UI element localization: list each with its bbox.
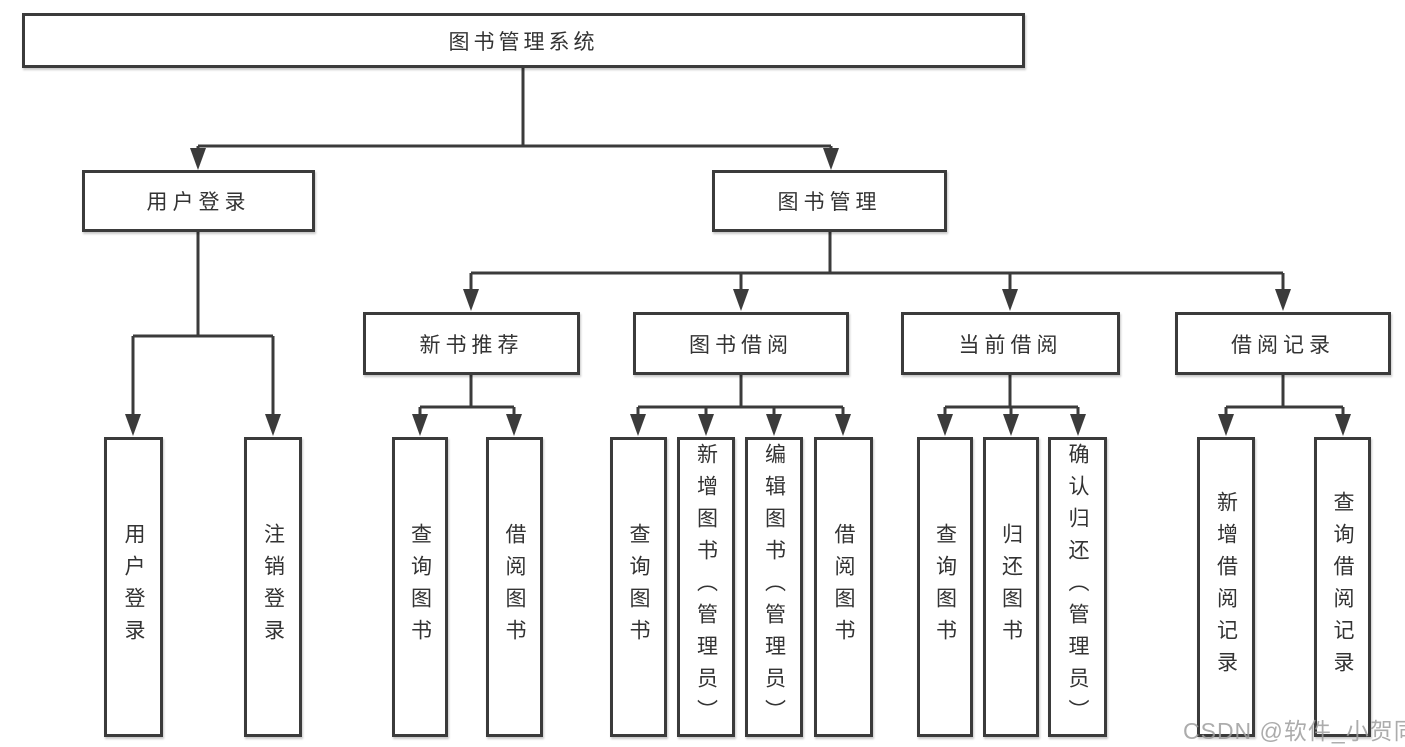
leaf-cb-confirm-return-admin: 确认归还（管理员）	[1048, 437, 1107, 737]
node-current-borrowing-label: 当前借阅	[958, 333, 1063, 357]
node-new-book-recommend-label: 新书推荐	[419, 333, 524, 357]
connector-root-to-level1	[190, 68, 839, 170]
leaf-logout-label: 注销登录	[261, 523, 285, 651]
leaf-nbr-query-books: 查询图书	[392, 437, 448, 737]
leaf-user-login: 用户登录	[104, 437, 163, 737]
leaf-bb-add-books-admin: 新增图书（管理员）	[677, 437, 735, 737]
leaf-nbr-borrow-books-label: 借阅图书	[503, 523, 526, 651]
leaf-bb-borrow-books: 借阅图书	[814, 437, 873, 737]
leaf-bb-query-books-label: 查询图书	[627, 523, 650, 651]
leaf-br-add-record: 新增借阅记录	[1197, 437, 1255, 737]
leaf-logout: 注销登录	[244, 437, 302, 737]
leaf-cb-return-books: 归还图书	[983, 437, 1039, 737]
node-user-login-label: 用户登录	[146, 191, 251, 214]
leaf-bb-edit-books-admin-label: 编辑图书（管理员）	[762, 443, 786, 731]
leaf-bb-edit-books-admin: 编辑图书（管理员）	[745, 437, 803, 737]
connector-book-borrow-children	[630, 375, 851, 436]
node-new-book-recommend: 新书推荐	[363, 312, 580, 375]
connector-borrow-records-children	[1218, 375, 1351, 436]
leaf-cb-return-books-label: 归还图书	[999, 523, 1023, 651]
leaf-br-query-record: 查询借阅记录	[1314, 437, 1371, 737]
leaf-nbr-borrow-books: 借阅图书	[486, 437, 543, 737]
node-book-borrowing-label: 图书借阅	[689, 333, 793, 357]
node-current-borrowing: 当前借阅	[901, 312, 1120, 375]
node-book-borrowing: 图书借阅	[633, 312, 849, 375]
node-book-management-label: 图书管理	[777, 191, 882, 214]
node-borrowing-records: 借阅记录	[1175, 312, 1391, 375]
connector-user-login-children	[125, 232, 281, 436]
connector-current-borrow-children	[937, 375, 1086, 436]
leaf-cb-confirm-return-admin-label: 确认归还（管理员）	[1066, 443, 1089, 731]
node-root-label: 图书管理系统	[448, 30, 599, 54]
node-book-management: 图书管理	[712, 170, 947, 232]
connector-book-mgmt-children	[463, 232, 1291, 311]
node-root: 图书管理系统	[22, 13, 1025, 68]
leaf-nbr-query-books-label: 查询图书	[408, 523, 432, 651]
leaf-bb-borrow-books-label: 借阅图书	[832, 523, 855, 651]
node-user-login: 用户登录	[82, 170, 315, 232]
leaf-cb-query-books-label: 查询图书	[933, 523, 957, 651]
node-borrowing-records-label: 借阅记录	[1231, 333, 1335, 357]
leaf-user-login-label: 用户登录	[122, 523, 145, 651]
leaf-bb-add-books-admin-label: 新增图书（管理员）	[694, 443, 718, 731]
leaf-br-query-record-label: 查询借阅记录	[1331, 491, 1354, 683]
connector-new-book-rec-children	[412, 375, 522, 436]
csdn-watermark: CSDN @软件_小贺同学	[1183, 718, 1405, 744]
leaf-bb-query-books: 查询图书	[610, 437, 667, 737]
leaf-br-add-record-label: 新增借阅记录	[1214, 491, 1238, 683]
leaf-cb-query-books: 查询图书	[917, 437, 973, 737]
